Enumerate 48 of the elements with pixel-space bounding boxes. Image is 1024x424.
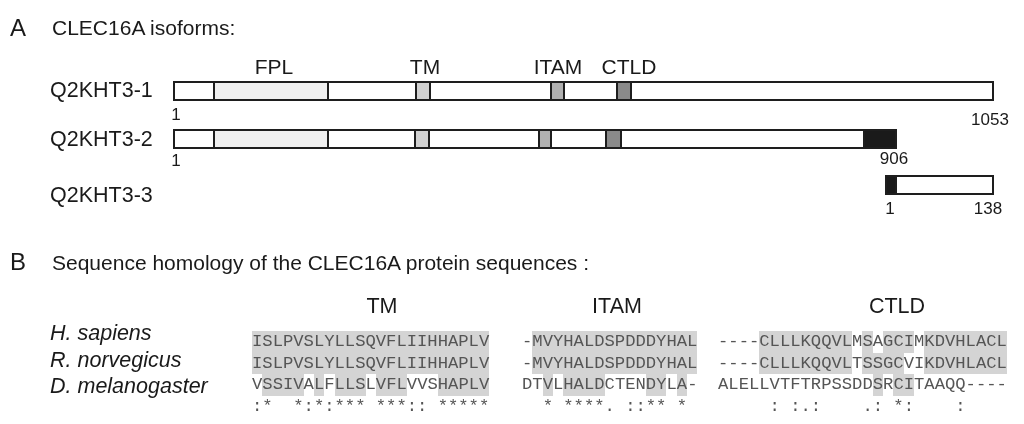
- domain-block: [213, 129, 329, 149]
- species-name: D. melanogaster: [50, 373, 208, 399]
- domain-block: [605, 129, 622, 149]
- conservation-symbols: * ****. ::** *: [542, 395, 688, 417]
- domain-block: [550, 81, 565, 101]
- protein-bar: [173, 129, 897, 149]
- domain-label: FPL: [254, 54, 294, 80]
- sequence-text: ALELLVTFTRPSSDDSRCITAAQQ----: [718, 374, 1007, 396]
- residue-number: 1053: [971, 110, 1009, 130]
- panel-title: CLEC16A isoforms:: [52, 15, 236, 41]
- panel-letter: A: [10, 14, 26, 42]
- sequence-text: ----CLLLKQQVLTSSGCVIKDVHLACL: [718, 352, 1007, 374]
- sequence-text: -MVYHALDSPDDDYHAL: [522, 352, 698, 374]
- residue-number: 1: [885, 199, 895, 219]
- domain-block: [414, 129, 430, 149]
- species-name: H. sapiens: [50, 320, 152, 346]
- panel-letter: B: [10, 248, 26, 276]
- sequence-text: DTVLHALDCTENDYLA-: [522, 374, 698, 396]
- domain-block: [538, 129, 552, 149]
- domain-block: [213, 81, 329, 101]
- isoform-label: Q2KHT3-1: [50, 77, 153, 103]
- domain-block: [415, 81, 431, 101]
- isoform-label: Q2KHT3-2: [50, 126, 153, 152]
- region-label: TM: [366, 293, 398, 319]
- domain-label: CTLD: [601, 54, 657, 80]
- residue-number: 906: [879, 149, 909, 169]
- domain-label: TM: [409, 54, 441, 80]
- terminal-region-block: [885, 175, 897, 195]
- protein-bar: [173, 81, 994, 101]
- protein-bar: [885, 175, 994, 195]
- sequence-text: ----CLLLKQQVLMSAGCIMKDVHLACL: [718, 331, 1007, 353]
- species-name: R. norvegicus: [50, 347, 182, 373]
- sequence-text: ISLPVSLYLLSQVFLIIHHAPLV: [252, 352, 490, 374]
- conservation-symbols: :* *:*:*** ***:: *****: [252, 395, 490, 417]
- residue-number: 1: [171, 151, 181, 171]
- residue-number: 1: [171, 105, 181, 125]
- panel-title: Sequence homology of the CLEC16A protein sequences :: [52, 250, 590, 276]
- residue-number: 138: [973, 199, 1003, 219]
- isoform-label: Q2KHT3-3: [50, 182, 153, 208]
- domain-block: [616, 81, 632, 101]
- region-label: CTLD: [868, 293, 926, 319]
- sequence-text: ISLPVSLYLLSQVFLIIHHAPLV: [252, 331, 490, 353]
- sequence-text: VSSIVALFLLSLVFLVVSHAPLV: [252, 374, 490, 396]
- region-label: ITAM: [592, 293, 642, 319]
- sequence-text: -MVYHALDSPDDDYHAL: [522, 331, 698, 353]
- conservation-symbols: : :.: .: *: :: [769, 395, 966, 417]
- terminal-region-block: [863, 129, 897, 149]
- domain-label: ITAM: [533, 54, 583, 80]
